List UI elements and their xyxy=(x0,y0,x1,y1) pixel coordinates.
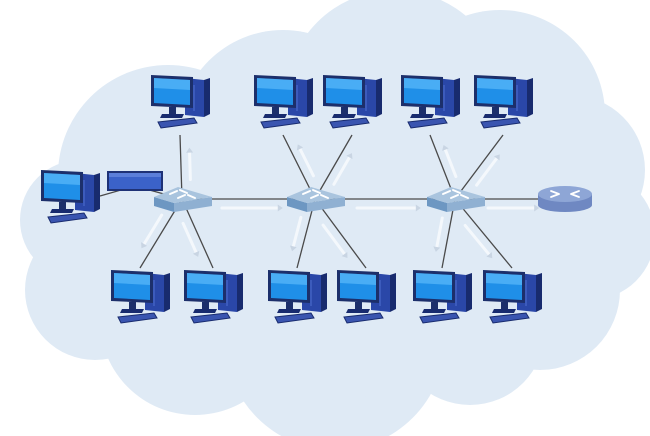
flow-arrows-layer xyxy=(141,144,540,259)
network-link xyxy=(314,198,367,269)
desktop-computer-icon xyxy=(483,270,542,324)
desktop-computer-icon xyxy=(151,75,210,129)
keyboard xyxy=(480,117,521,129)
network-link xyxy=(454,134,504,200)
desktop-computer-icon xyxy=(474,75,533,129)
keyboard xyxy=(329,117,370,129)
nodes-layer xyxy=(41,75,592,324)
keyboard xyxy=(117,312,158,324)
switch-arrows-icon xyxy=(169,189,196,199)
monitor xyxy=(184,270,226,313)
monitor xyxy=(111,270,153,313)
desktop-computer-icon xyxy=(254,75,313,129)
switch-icon xyxy=(427,187,485,212)
data-flow-arrow xyxy=(433,216,444,252)
monitor xyxy=(401,75,443,118)
data-flow-arrow xyxy=(186,147,194,182)
monitor xyxy=(41,170,83,213)
data-flow-arrow xyxy=(355,204,421,212)
data-flow-arrow xyxy=(220,204,283,212)
keyboard xyxy=(419,312,460,324)
data-flow-arrow xyxy=(332,153,353,186)
switch-icon xyxy=(154,187,212,212)
switch-arrows-icon xyxy=(302,189,329,199)
router-icon xyxy=(538,186,592,212)
data-flow-arrow xyxy=(486,204,540,212)
switch-arrows-icon xyxy=(442,189,469,199)
data-flow-arrow xyxy=(321,223,348,259)
data-flow-arrow xyxy=(463,223,493,259)
desktop-computer-icon xyxy=(337,270,396,324)
desktop-computer-icon xyxy=(184,270,243,324)
monitor xyxy=(413,270,455,313)
desktop-computer-icon xyxy=(413,270,472,324)
keyboard xyxy=(260,117,301,129)
monitor xyxy=(483,270,525,313)
keyboard xyxy=(274,312,315,324)
data-flow-arrow xyxy=(442,144,458,179)
network-link xyxy=(314,134,353,200)
data-flow-arrow xyxy=(181,221,200,257)
keyboard xyxy=(157,117,198,129)
monitor xyxy=(337,270,379,313)
desktop-computer-icon xyxy=(268,270,327,324)
monitor xyxy=(474,75,516,118)
monitor xyxy=(254,75,296,118)
data-flow-arrow xyxy=(296,144,315,178)
keyboard xyxy=(47,212,88,224)
monitor xyxy=(323,75,365,118)
keyboard xyxy=(407,117,448,129)
switch-icon xyxy=(287,187,345,212)
router-arrows-icon xyxy=(550,190,580,198)
monitor xyxy=(151,75,193,118)
keyboard xyxy=(343,312,384,324)
network-cloud xyxy=(20,0,650,436)
desktop-computer-icon xyxy=(41,170,100,224)
desktop-computer-icon xyxy=(401,75,460,129)
keyboard xyxy=(489,312,530,324)
monitor xyxy=(268,270,310,313)
network-link xyxy=(181,198,214,269)
data-flow-arrow xyxy=(289,215,303,252)
desktop-computer-icon xyxy=(323,75,382,129)
desktop-computer-icon xyxy=(111,270,170,324)
network-device-icon xyxy=(107,171,163,191)
data-flow-arrow xyxy=(141,213,164,249)
network-link xyxy=(454,198,513,269)
keyboard xyxy=(190,312,231,324)
data-flow-arrow xyxy=(475,154,500,187)
